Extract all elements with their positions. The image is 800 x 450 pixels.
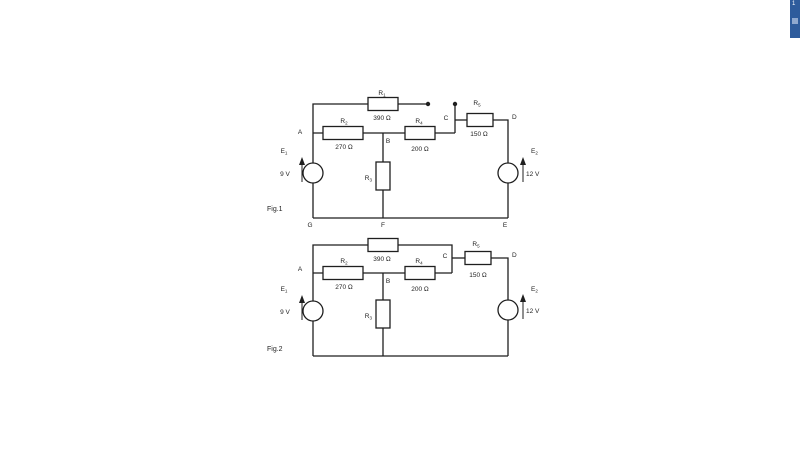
fig2-voltage-source-e1: E1 9 V [280,286,324,322]
fig1-switch-dot-right [452,101,458,107]
fig1-wire-right-top [493,119,509,163]
fig1-e1-circle [302,162,324,184]
fig2-r5-label: R5 [472,241,480,249]
fig1-r5-label: R5 [473,100,481,108]
fig1-r2-body [322,125,364,141]
fig1-resistor-r4: R4 200 Ω [404,118,436,153]
fig1-r1-value: 390 Ω [373,115,391,122]
fig1-node-e: E [503,222,508,229]
fig2-caption: Fig.2 [267,346,283,353]
fig2-r4-body [404,265,436,281]
fig2-r5-body [464,250,492,266]
fig2-r3-label: R3 [365,313,373,321]
fig2-r2-label: R2 [340,258,348,266]
fig2-e2-label: E2 [531,286,538,294]
fig2-r5-value: 150 Ω [469,272,487,279]
fig1-r1-label: R1 [378,90,386,98]
fig1-node-c: C [444,115,449,122]
side-panel-strip[interactable]: 1 [790,0,800,38]
fig1-r4-value: 200 Ω [411,146,429,153]
fig1-r5-body [466,112,494,128]
fig1-resistor-r1: R1 390 Ω [367,90,399,122]
fig1-circuit: R1 390 Ω R2 270 Ω R4 200 Ω R5 150 Ω R3 [267,90,540,229]
fig2-node-c: C [443,253,448,260]
fig2-e1-circle [302,300,324,322]
fig1-e2-arrowhead [520,157,526,165]
fig1-node-f: F [381,222,385,229]
fig2-wire-left-top [312,244,368,301]
fig1-resistor-r3: R3 [365,161,391,191]
fig1-voltage-source-e1: E1 9 V [280,148,324,184]
fig1-e2-circle [497,162,519,184]
fig1-e1-value: 9 V [280,171,290,178]
fig1-node-d: D [512,114,517,121]
fig1-r2-label: R2 [340,118,348,126]
fig2-resistor-r5: R5 150 Ω [464,241,492,279]
fig1-voltage-source-e2: E2 12 V [497,148,540,184]
fig1-r3-body [375,161,391,191]
fig2-r3-body [375,299,391,329]
fig2-node-d: D [512,252,517,259]
fig1-r3-label: R3 [365,175,373,183]
fig1-e2-label: E2 [531,148,538,156]
fig1-r4-body [404,125,436,141]
fig2-r4-label: R4 [415,258,423,266]
fig2-e1-label: E1 [281,286,288,294]
fig2-voltage-source-e2: E2 12 V [497,286,540,321]
fig2-e2-value: 12 V [526,308,540,315]
fig1-resistor-r2: R2 270 Ω [322,118,364,151]
fig2-circuit: 390 Ω R2 270 Ω R4 200 Ω R5 150 Ω R3 [267,237,540,357]
fig2-resistor-r1: 390 Ω [367,237,399,263]
fig2-e1-value: 9 V [280,309,290,316]
fig1-e1-label: E1 [281,148,288,156]
fig1-caption: Fig.1 [267,206,283,213]
fig2-r1-value: 390 Ω [373,256,391,263]
fig2-r2-value: 270 Ω [335,284,353,291]
side-panel-page-number: 1 [792,1,796,7]
fig1-switch-dot-left [425,101,431,107]
fig2-e2-circle [497,299,519,321]
fig2-node-b: B [386,278,390,285]
fig1-node-g: G [307,222,312,229]
fig2-wire-right [491,257,509,356]
fig1-r1-body [367,96,399,112]
fig2-e1-arrowhead [299,295,305,303]
fig1-e1-arrowhead [299,157,305,165]
fig1-resistor-r5: R5 150 Ω [466,100,494,138]
fig2-r2-body [322,265,364,281]
fig2-resistor-r4: R4 200 Ω [404,258,436,293]
fig1-e2-value: 12 V [526,171,540,178]
fig1-r4-label: R4 [415,118,423,126]
fig1-wire-left-top [312,103,368,163]
fig2-resistor-r2: R2 270 Ω [322,258,364,291]
fig2-resistor-r3: R3 [365,299,391,329]
fig2-wire-top-right [398,244,453,273]
fig1-r5-value: 150 Ω [470,131,488,138]
fig2-node-a: A [298,266,303,273]
fig2-r1-body [367,237,399,253]
fig2-r4-value: 200 Ω [411,286,429,293]
fig1-node-a: A [298,129,303,136]
fig2-e2-arrowhead [520,294,526,302]
fig1-r2-value: 270 Ω [335,144,353,151]
fig1-node-b: B [386,138,390,145]
side-panel-thumbnail-icon [792,18,798,24]
